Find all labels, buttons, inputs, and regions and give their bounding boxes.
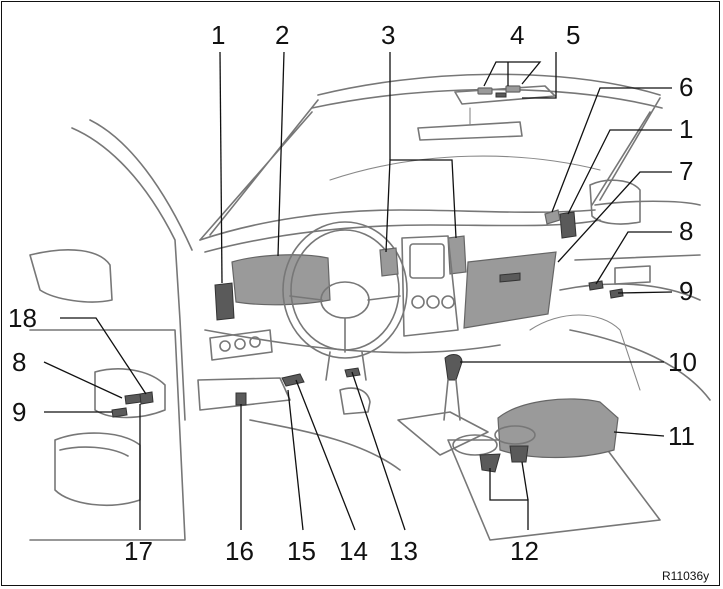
leader-12-b bbox=[522, 462, 528, 500]
overhead-lamp-left bbox=[478, 88, 492, 94]
callout-11: 11 bbox=[668, 421, 695, 451]
left-mirror-switch bbox=[140, 392, 153, 404]
leader-13 bbox=[352, 372, 405, 530]
left-door-pocket bbox=[55, 433, 140, 505]
windshield-trim bbox=[330, 156, 600, 180]
glove-box-handle bbox=[500, 273, 520, 282]
a-pillar-left bbox=[200, 100, 318, 240]
audio-display bbox=[410, 244, 444, 278]
cabin-line-art bbox=[30, 74, 710, 540]
left-door-panel bbox=[30, 330, 185, 540]
cup-holder-shade-2 bbox=[510, 446, 528, 462]
leader-14 bbox=[296, 380, 355, 530]
callout-9b: 9 bbox=[12, 397, 26, 427]
side-vent-left bbox=[215, 283, 234, 320]
right-seat-outline bbox=[530, 315, 640, 390]
callout-leader-lines bbox=[44, 52, 672, 530]
a-pillar-right bbox=[592, 98, 660, 205]
callout-13: 13 bbox=[389, 536, 418, 566]
left-outside-mirror bbox=[30, 250, 112, 302]
callout-12: 12 bbox=[510, 536, 539, 566]
glove-box bbox=[464, 252, 556, 328]
callout-1b: 1 bbox=[679, 114, 693, 144]
callout-14: 14 bbox=[339, 536, 368, 566]
figure-reference-code: R11036y bbox=[662, 569, 709, 583]
leader-3-branches bbox=[386, 160, 456, 252]
climate-knob-2 bbox=[427, 296, 439, 308]
callout-17: 17 bbox=[124, 536, 153, 566]
right-power-window-switch bbox=[589, 281, 603, 290]
overhead-lamp-right bbox=[506, 86, 520, 92]
brake-pedal bbox=[340, 388, 370, 414]
leader-7 bbox=[558, 172, 672, 262]
floor-left bbox=[250, 420, 400, 470]
leader-8b bbox=[44, 362, 122, 398]
side-vent-right bbox=[560, 212, 576, 238]
callout-15: 15 bbox=[287, 536, 316, 566]
leader-2 bbox=[278, 52, 284, 256]
callout-8b: 8 bbox=[12, 347, 26, 377]
dash-knob-2 bbox=[235, 339, 245, 349]
left-door-frame bbox=[72, 128, 185, 420]
callout-3: 3 bbox=[381, 20, 395, 50]
leader-11 bbox=[614, 432, 664, 436]
callout-1a: 1 bbox=[211, 20, 225, 50]
left-power-window-switch bbox=[125, 394, 141, 404]
callout-16: 16 bbox=[225, 536, 254, 566]
callout-10: 10 bbox=[668, 347, 697, 377]
climate-knob-1 bbox=[412, 296, 424, 308]
transfer-lever-base bbox=[398, 412, 488, 455]
instrument-cluster bbox=[232, 255, 330, 305]
center-vent-left bbox=[380, 248, 398, 276]
dash-knob-1 bbox=[220, 341, 230, 351]
climate-knob-3 bbox=[442, 296, 454, 308]
left-door-handle bbox=[60, 447, 128, 456]
leader-15 bbox=[288, 390, 303, 530]
overhead-switch bbox=[496, 93, 506, 97]
leader-12 bbox=[490, 468, 528, 530]
callout-6: 6 bbox=[679, 72, 693, 102]
rearview-mirror bbox=[418, 122, 522, 140]
right-door-handle bbox=[615, 266, 650, 284]
hood-release-lever bbox=[282, 374, 304, 386]
callout-18: 18 bbox=[8, 303, 37, 333]
leader-9a bbox=[618, 292, 672, 293]
transfer-lever-boot bbox=[444, 380, 460, 420]
callout-2: 2 bbox=[275, 20, 289, 50]
transfer-lever-knob bbox=[445, 355, 462, 380]
callout-5: 5 bbox=[566, 20, 580, 50]
left-door-armrest bbox=[95, 369, 165, 418]
callout-4: 4 bbox=[510, 20, 524, 50]
callout-8a: 8 bbox=[679, 216, 693, 246]
callout-7: 7 bbox=[679, 156, 693, 186]
left-door-lock-switch bbox=[112, 408, 127, 417]
pedal-left bbox=[236, 393, 246, 405]
callout-9a: 9 bbox=[679, 276, 693, 306]
